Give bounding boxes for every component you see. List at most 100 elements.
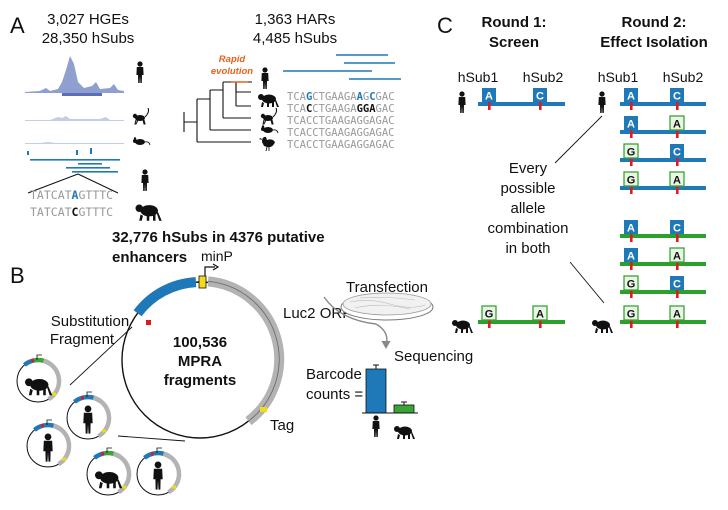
tag-label: Tag	[270, 417, 294, 434]
allele-box: C	[670, 88, 684, 103]
allele-box: A	[669, 171, 685, 187]
mouse-icon	[132, 136, 151, 146]
hsub1-marker	[488, 98, 491, 110]
connector-line	[69, 326, 133, 386]
hsub2-label: hSub2	[663, 69, 704, 85]
allele-letter: A	[627, 119, 635, 131]
hsub2-marker	[676, 316, 679, 328]
barcode-label: Barcode	[306, 366, 362, 383]
luc-label: Luc2 ORF	[283, 305, 351, 322]
allele-box: G	[623, 275, 639, 291]
hsub1-marker	[630, 258, 633, 270]
allele-box: C	[670, 144, 684, 159]
summary-line-2: enhancers	[112, 249, 187, 266]
transfection-label: Transfection	[346, 279, 428, 296]
hsub2-marker	[676, 154, 679, 166]
allele-letter: C	[673, 279, 681, 291]
rapid-evolution-1: Rapid	[219, 54, 246, 65]
hsub2-marker	[676, 258, 679, 270]
panel-c: C Round 1: Screen Round 2: Effect Isolat…	[437, 13, 708, 333]
transfection-arrow	[323, 296, 377, 325]
svg-text:TCACCTGAAGAGGAGAC: TCACCTGAAGAGGAGAC	[287, 103, 395, 115]
panel-c-letter: C	[437, 13, 453, 38]
mini-plasmid	[86, 447, 132, 496]
allele-box: G	[623, 171, 639, 187]
fragment-bar	[478, 102, 565, 106]
har-lines	[283, 54, 401, 80]
svg-text:TCAGCTGAAGAAGCGAC: TCAGCTGAAGAAGCGAC	[287, 91, 395, 103]
barcode-bar-chart	[362, 364, 418, 414]
human-icon	[136, 61, 144, 83]
allele-letter: A	[673, 309, 681, 321]
round2-title-2: Effect Isolation	[600, 34, 708, 51]
fragment-label: Fragment	[50, 331, 115, 348]
hsub1-marker	[488, 316, 491, 328]
allele-letter: C	[536, 91, 544, 103]
substitution-label: Substitution	[51, 313, 129, 330]
allele-letter: G	[485, 309, 494, 321]
allele-box: A	[624, 116, 638, 131]
hsub2-marker	[676, 230, 679, 242]
hge-subs: 28,350 hSubs	[42, 30, 135, 47]
fragment-bar	[478, 320, 565, 324]
panel-a-letter: A	[10, 13, 25, 38]
allele-box: C	[670, 220, 684, 235]
phylogenetic-tree	[183, 81, 252, 143]
allele-box: A	[669, 115, 685, 131]
human-bar	[365, 368, 387, 414]
mini-plasmid	[136, 447, 182, 496]
mini-plasmid	[16, 354, 62, 403]
allele-letter: A	[673, 251, 681, 263]
allele-letter: A	[627, 91, 635, 103]
mini-plasmid	[26, 419, 72, 468]
mini-plasmids	[16, 354, 182, 496]
hsub2-marker	[676, 98, 679, 110]
allele-letter: A	[673, 119, 681, 131]
allele-box: A	[482, 88, 496, 103]
hge-count: 3,027 HGEs	[47, 11, 129, 28]
middle-text-2: possible	[500, 180, 555, 197]
main-plasmid	[121, 275, 285, 439]
allele-box: A	[624, 248, 638, 263]
round1-title-1: Round 1:	[482, 14, 547, 31]
connector-line	[569, 261, 605, 304]
allele-box: C	[670, 276, 684, 291]
chimp-icon	[258, 94, 279, 107]
round2-title-1: Round 2:	[622, 14, 687, 31]
chicken-icon	[258, 136, 276, 152]
fragment-bar	[620, 158, 706, 162]
counts-label: counts =	[306, 386, 363, 403]
hsub2-marker	[676, 182, 679, 194]
fragment-bar	[620, 102, 706, 106]
har-subs: 4,485 hSubs	[253, 30, 337, 47]
hsub1-marker	[630, 126, 633, 138]
hsub2-marker	[539, 316, 542, 328]
hsub1-marker	[630, 230, 633, 242]
allele-letter: G	[627, 309, 636, 321]
human-icon	[141, 169, 149, 191]
hsub1-label: hSub1	[458, 69, 499, 85]
allele-box: A	[669, 247, 685, 263]
allele-box: C	[533, 88, 547, 103]
rapid-evolution-2: evolution	[211, 66, 253, 77]
human-icon	[372, 415, 380, 437]
hsub2-label: hSub2	[523, 69, 564, 85]
connector-line	[117, 435, 186, 442]
center-label-3: fragments	[164, 372, 237, 389]
allele-box: G	[623, 143, 639, 159]
petri-dish	[340, 292, 434, 321]
allele-box: A	[669, 305, 685, 321]
svg-text:TCACCTGAAGAGGAGAC: TCACCTGAAGAGGAGAC	[287, 115, 394, 127]
promoter-arrow	[204, 266, 215, 276]
human-icon	[261, 67, 269, 89]
chimp-sequence: TATCATCGTTTC	[30, 205, 113, 219]
center-label-1: 100,536	[173, 334, 227, 351]
